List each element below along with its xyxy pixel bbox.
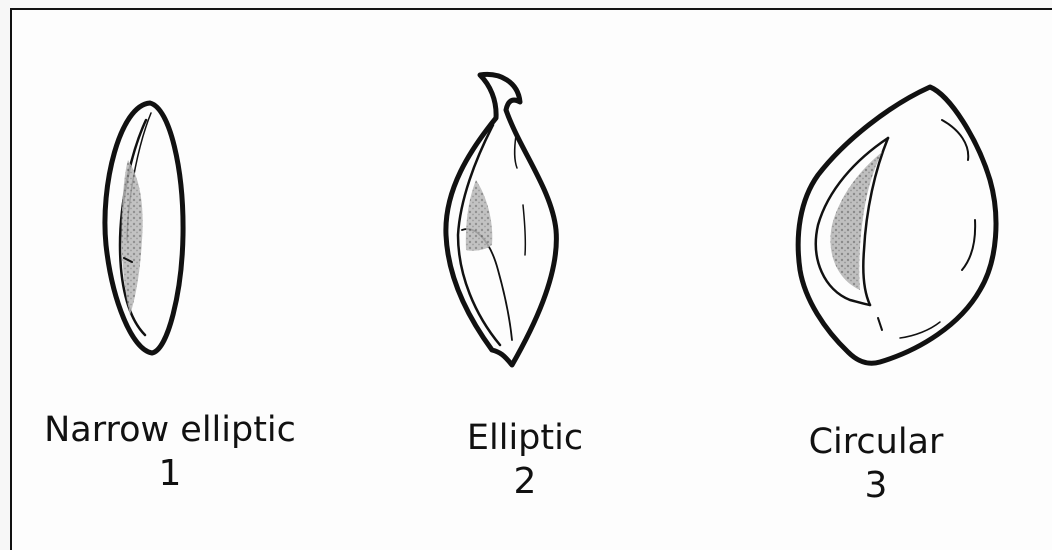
figure-3-number: 3	[716, 464, 1036, 508]
elliptic-shape	[446, 74, 556, 365]
figure-3-name: Circular	[716, 420, 1036, 464]
circular-shape	[798, 87, 996, 363]
figure-2-number: 2	[365, 460, 685, 504]
figure-1-number: 1	[10, 452, 330, 496]
figure-1-label: Narrow elliptic 1	[10, 408, 330, 496]
figure-3-label: Circular 3	[716, 420, 1036, 508]
figure-2-name: Elliptic	[365, 416, 685, 460]
figure-1-name: Narrow elliptic	[10, 408, 330, 452]
figure-2-label: Elliptic 2	[365, 416, 685, 504]
narrow-elliptic-shape	[105, 103, 183, 353]
